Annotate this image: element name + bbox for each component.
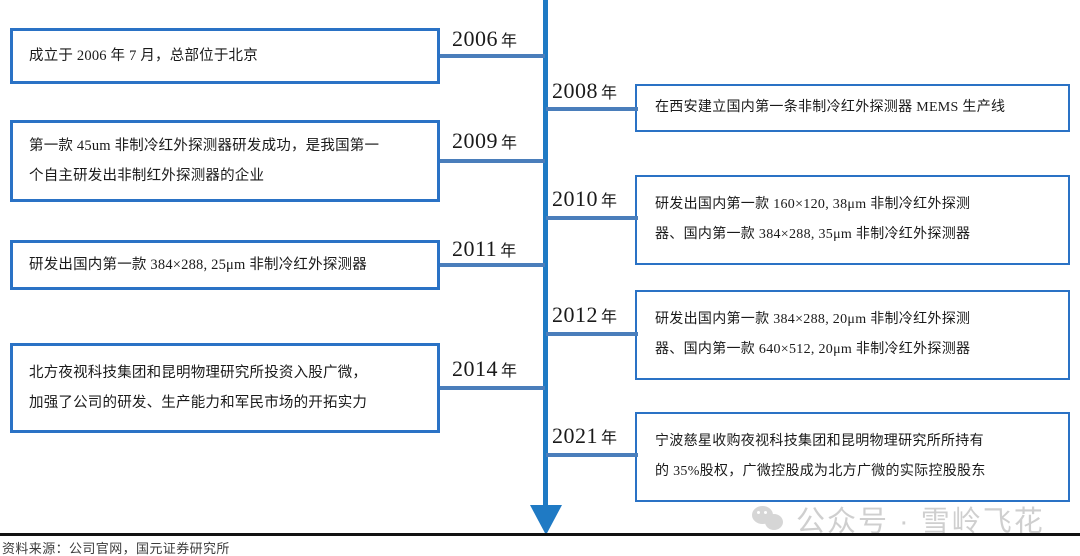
event-box-2006: 成立于 2006 年 7 月，总部位于北京 xyxy=(10,28,440,84)
event-box-2009: 第一款 45um 非制冷红外探测器研发成功，是我国第一 个自主研发出非制红外探测… xyxy=(10,120,440,202)
connector-2014 xyxy=(440,386,545,390)
year-value: 2008 xyxy=(552,78,598,103)
event-text-line: 研发出国内第一款 384×288, 25μm 非制冷红外探测器 xyxy=(29,257,367,273)
year-suffix: 年 xyxy=(601,85,618,102)
event-box-2008: 在西安建立国内第一条非制冷红外探测器 MEMS 生产线 xyxy=(635,84,1070,132)
event-text-line: 的 35%股权，广微控股成为北方广微的实际控股股东 xyxy=(655,464,986,479)
event-text-line: 器、国内第一款 640×512, 20μm 非制冷红外探测器 xyxy=(655,342,971,357)
timeline-spine xyxy=(543,0,548,512)
year-suffix: 年 xyxy=(501,33,518,50)
year-value: 2014 xyxy=(452,356,498,381)
year-value: 2012 xyxy=(552,302,598,327)
event-text-line: 北方夜视科技集团和昆明物理研究所投资入股广微， xyxy=(29,365,368,381)
event-text-line: 器、国内第一款 384×288, 35μm 非制冷红外探测器 xyxy=(655,227,971,242)
connector-2008 xyxy=(546,107,638,111)
event-box-2010: 研发出国内第一款 160×120, 38μm 非制冷红外探测 器、国内第一款 3… xyxy=(635,175,1070,265)
event-text-line: 第一款 45um 非制冷红外探测器研发成功，是我国第一 xyxy=(29,138,380,154)
year-suffix: 年 xyxy=(501,135,518,152)
connector-2011 xyxy=(440,263,545,267)
year-value: 2006 xyxy=(452,26,498,51)
year-suffix: 年 xyxy=(601,430,618,447)
connector-2012 xyxy=(546,332,638,336)
connector-2009 xyxy=(440,159,545,163)
event-box-2012: 研发出国内第一款 384×288, 20μm 非制冷红外探测 器、国内第一款 6… xyxy=(635,290,1070,380)
event-text-line: 加强了公司的研发、生产能力和军民市场的开拓实力 xyxy=(29,395,368,411)
year-value: 2011 xyxy=(452,236,498,261)
event-box-2011: 研发出国内第一款 384×288, 25μm 非制冷红外探测器 xyxy=(10,240,440,290)
event-text-line: 个自主研发出非制红外探测器的企业 xyxy=(29,168,265,184)
year-value: 2021 xyxy=(552,423,598,448)
wechat-icon xyxy=(752,506,786,532)
event-box-2021: 宁波慈星收购夜视科技集团和昆明物理研究所所持有 的 35%股权，广微控股成为北方… xyxy=(635,412,1070,502)
year-suffix: 年 xyxy=(500,243,517,260)
event-text-line: 研发出国内第一款 384×288, 20μm 非制冷红外探测 xyxy=(655,312,971,327)
event-text-line: 在西安建立国内第一条非制冷红外探测器 MEMS 生产线 xyxy=(655,100,1006,115)
timeline-arrow-icon xyxy=(530,505,562,535)
connector-2010 xyxy=(546,216,638,220)
footer-divider xyxy=(0,533,1080,536)
year-suffix: 年 xyxy=(501,363,518,380)
event-box-2014: 北方夜视科技集团和昆明物理研究所投资入股广微， 加强了公司的研发、生产能力和军民… xyxy=(10,343,440,433)
event-text-line: 宁波慈星收购夜视科技集团和昆明物理研究所所持有 xyxy=(655,434,984,449)
year-suffix: 年 xyxy=(601,193,618,210)
event-text-line: 研发出国内第一款 160×120, 38μm 非制冷红外探测 xyxy=(655,197,971,212)
connector-2006 xyxy=(440,54,545,58)
source-note: 资料来源：公司官网，国元证券研究所 xyxy=(2,541,230,556)
year-value: 2010 xyxy=(552,186,598,211)
year-value: 2009 xyxy=(452,128,498,153)
connector-2021 xyxy=(546,453,638,457)
event-text-line: 成立于 2006 年 7 月，总部位于北京 xyxy=(29,48,258,64)
year-suffix: 年 xyxy=(601,309,618,326)
